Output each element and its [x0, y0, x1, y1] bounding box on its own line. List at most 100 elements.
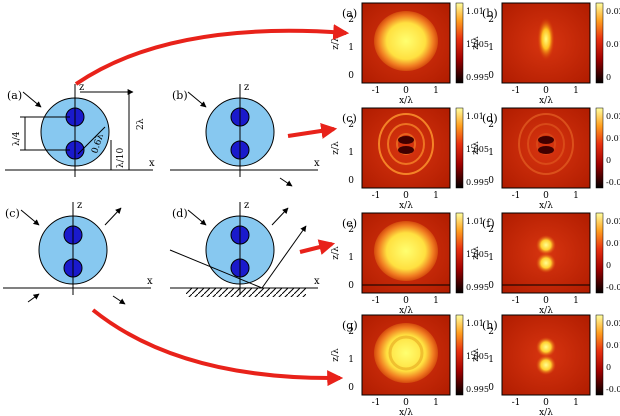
- x-tick-label: 0: [543, 191, 549, 201]
- arrow-b-to-panels: [287, 123, 338, 139]
- y-tick-label: 0: [348, 383, 354, 393]
- colorbar-tick-label: 1.005: [466, 352, 489, 361]
- y-axis-label: z/λ: [471, 348, 481, 362]
- colorbar-tick-label: 0: [606, 73, 611, 82]
- dim-label-height: 2λ: [136, 118, 146, 130]
- colorbar-tick-label: 0.995: [466, 385, 489, 394]
- y-tick-label: 1: [348, 148, 354, 158]
- x-axis-label: x/λ: [399, 408, 413, 416]
- colorbar-tick-label: 0: [606, 363, 611, 372]
- reflected-path-2: [261, 225, 307, 289]
- colorbar: [455, 314, 464, 396]
- schematic-label-b: (b): [172, 89, 188, 102]
- dim-line-radius: [77, 126, 106, 155]
- x-tick-label: 1: [433, 296, 439, 306]
- panel-frame: [361, 314, 451, 396]
- colorbar-tick-label: 0.02: [606, 7, 620, 16]
- colorbar: [595, 2, 604, 84]
- y-tick-label: 2: [348, 15, 354, 25]
- colorbar: [455, 107, 464, 189]
- field-ring: [387, 123, 425, 165]
- ground-plane: [186, 288, 306, 297]
- panel-frame: [361, 107, 451, 189]
- colorbar-tick-label: 0.02: [606, 112, 620, 121]
- field-spot-top: [536, 235, 556, 255]
- x-axis-label: x/λ: [399, 201, 413, 211]
- colorbar-tick-label: 0: [606, 261, 611, 270]
- schematic-label-a: (a): [7, 89, 22, 102]
- panel-frame: [501, 2, 591, 84]
- colorbar-tick-label: 1.01: [466, 112, 484, 121]
- transmitted-arrow: [112, 295, 126, 305]
- z-axis-label: z: [244, 200, 249, 211]
- panel-frame: [361, 212, 451, 294]
- x-axis-label: x: [314, 158, 320, 169]
- colorbar-tick-label: 1.01: [466, 7, 484, 16]
- arrow-c-to-panels: [91, 308, 344, 387]
- arrow-d-to-panels: [299, 239, 336, 255]
- field-disk: [374, 221, 438, 281]
- y-tick-label: 0: [488, 71, 494, 81]
- panel-label-e: (e): [342, 217, 357, 230]
- x-tick-label: -1: [512, 296, 521, 306]
- field-spot-bottom: [536, 253, 556, 273]
- y-tick-label: 1: [488, 355, 494, 365]
- y-tick-label: 1: [348, 355, 354, 365]
- y-tick-label: 2: [348, 327, 354, 337]
- colorbar-tick-label: 0.02: [606, 217, 620, 226]
- colorbar: [595, 314, 604, 396]
- colorbar-tick-label: 0.01: [606, 239, 620, 248]
- x-tick-label: 0: [543, 86, 549, 96]
- y-axis-label: z/λ: [331, 246, 341, 260]
- field-dark-core: [538, 136, 554, 144]
- z-axis-label: z: [79, 82, 84, 93]
- field-ring: [527, 123, 565, 165]
- incident-arrow: [20, 209, 40, 226]
- panel-frame: [361, 2, 451, 84]
- x-axis-label: x/λ: [539, 96, 553, 106]
- colorbar: [455, 212, 464, 294]
- y-tick-label: 0: [488, 176, 494, 186]
- colorbar-tick-label: 0.995: [466, 178, 489, 187]
- field-disk: [374, 323, 438, 383]
- field-ellipse: [537, 17, 555, 61]
- x-tick-label: 1: [433, 398, 439, 408]
- x-tick-label: 0: [403, 86, 409, 96]
- schematic-label-c: (c): [5, 207, 20, 220]
- colorbar-tick-label: 1.005: [466, 145, 489, 154]
- field-ring: [378, 113, 434, 175]
- dim-label-tenth: λ/10: [116, 148, 126, 168]
- reflected-path-1: [169, 249, 263, 289]
- y-tick-label: 1: [488, 253, 494, 263]
- colorbar-tick-label: -0.01: [606, 283, 620, 292]
- y-tick-label: 0: [348, 176, 354, 186]
- field-ring: [388, 335, 424, 371]
- schematic-b: (b)xz: [170, 82, 320, 187]
- field-spot-bottom: [536, 355, 556, 375]
- x-axis-label: x/λ: [399, 96, 413, 106]
- colorbar: [595, 107, 604, 189]
- y-axis-label: z/λ: [471, 141, 481, 155]
- colorbar-tick-label: 0.01: [606, 134, 620, 143]
- y-axis-label: z/λ: [331, 36, 341, 50]
- colorbar-tick-label: 0.995: [466, 73, 489, 82]
- y-axis-label: z/λ: [331, 141, 341, 155]
- x-tick-label: 1: [573, 398, 579, 408]
- x-tick-label: -1: [372, 398, 381, 408]
- field-dark-core: [398, 146, 414, 154]
- z-axis-label: z: [77, 200, 82, 211]
- y-tick-label: 1: [348, 253, 354, 263]
- colorbar: [595, 212, 604, 294]
- y-tick-label: 2: [488, 120, 494, 130]
- field-disk: [374, 11, 438, 71]
- x-tick-label: -1: [372, 191, 381, 201]
- x-axis-label: x: [149, 158, 155, 169]
- x-tick-label: 0: [403, 398, 409, 408]
